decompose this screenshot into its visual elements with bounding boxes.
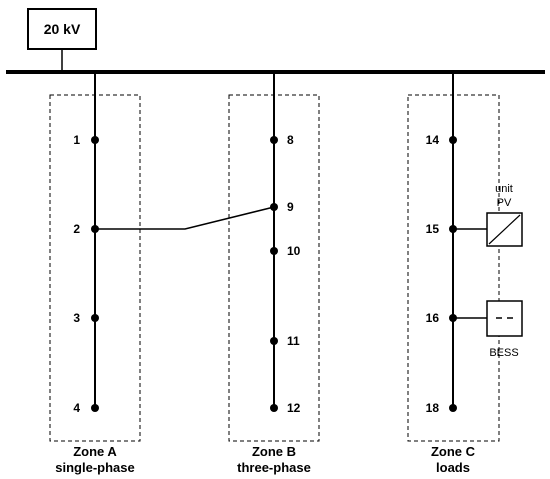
node-8-label: 8	[287, 133, 294, 147]
zone-b-subtitle: three-phase	[237, 460, 311, 475]
node-14	[449, 136, 457, 144]
node-3-label: 3	[73, 311, 80, 325]
node-10	[270, 247, 278, 255]
node-2	[91, 225, 99, 233]
bess-box	[486, 300, 523, 337]
node-11	[270, 337, 278, 345]
node-16-label: 16	[426, 311, 440, 325]
zone-a-title: Zone A	[73, 444, 117, 459]
node-2-label: 2	[73, 222, 80, 236]
node-11-label: 11	[287, 334, 300, 348]
source-label: 20 kV	[44, 21, 81, 37]
pv-diagonal	[488, 214, 521, 245]
node-4	[91, 404, 99, 412]
node-9-label: 9	[287, 200, 294, 214]
node-14-label: 14	[426, 133, 440, 147]
node-3	[91, 314, 99, 322]
node-12-label: 12	[287, 401, 301, 415]
pv-label: PV	[497, 197, 512, 209]
pv-unit-label: unit	[495, 183, 513, 195]
zone-c-title: Zone C	[431, 444, 476, 459]
node-1-label: 1	[73, 133, 80, 147]
bess-label: BESS	[489, 347, 518, 359]
link-2-9	[95, 206, 275, 230]
zone-b-title: Zone B	[252, 444, 296, 459]
node-15-label: 15	[426, 222, 440, 236]
node-18	[449, 404, 457, 412]
node-12	[270, 404, 278, 412]
node-1	[91, 136, 99, 144]
node-8	[270, 136, 278, 144]
zone-a-subtitle: single-phase	[55, 460, 134, 475]
node-4-label: 4	[73, 401, 80, 415]
node-9	[270, 203, 278, 211]
node-18-label: 18	[426, 401, 440, 415]
node-10-label: 10	[287, 244, 301, 258]
zone-c-subtitle: loads	[436, 460, 470, 475]
